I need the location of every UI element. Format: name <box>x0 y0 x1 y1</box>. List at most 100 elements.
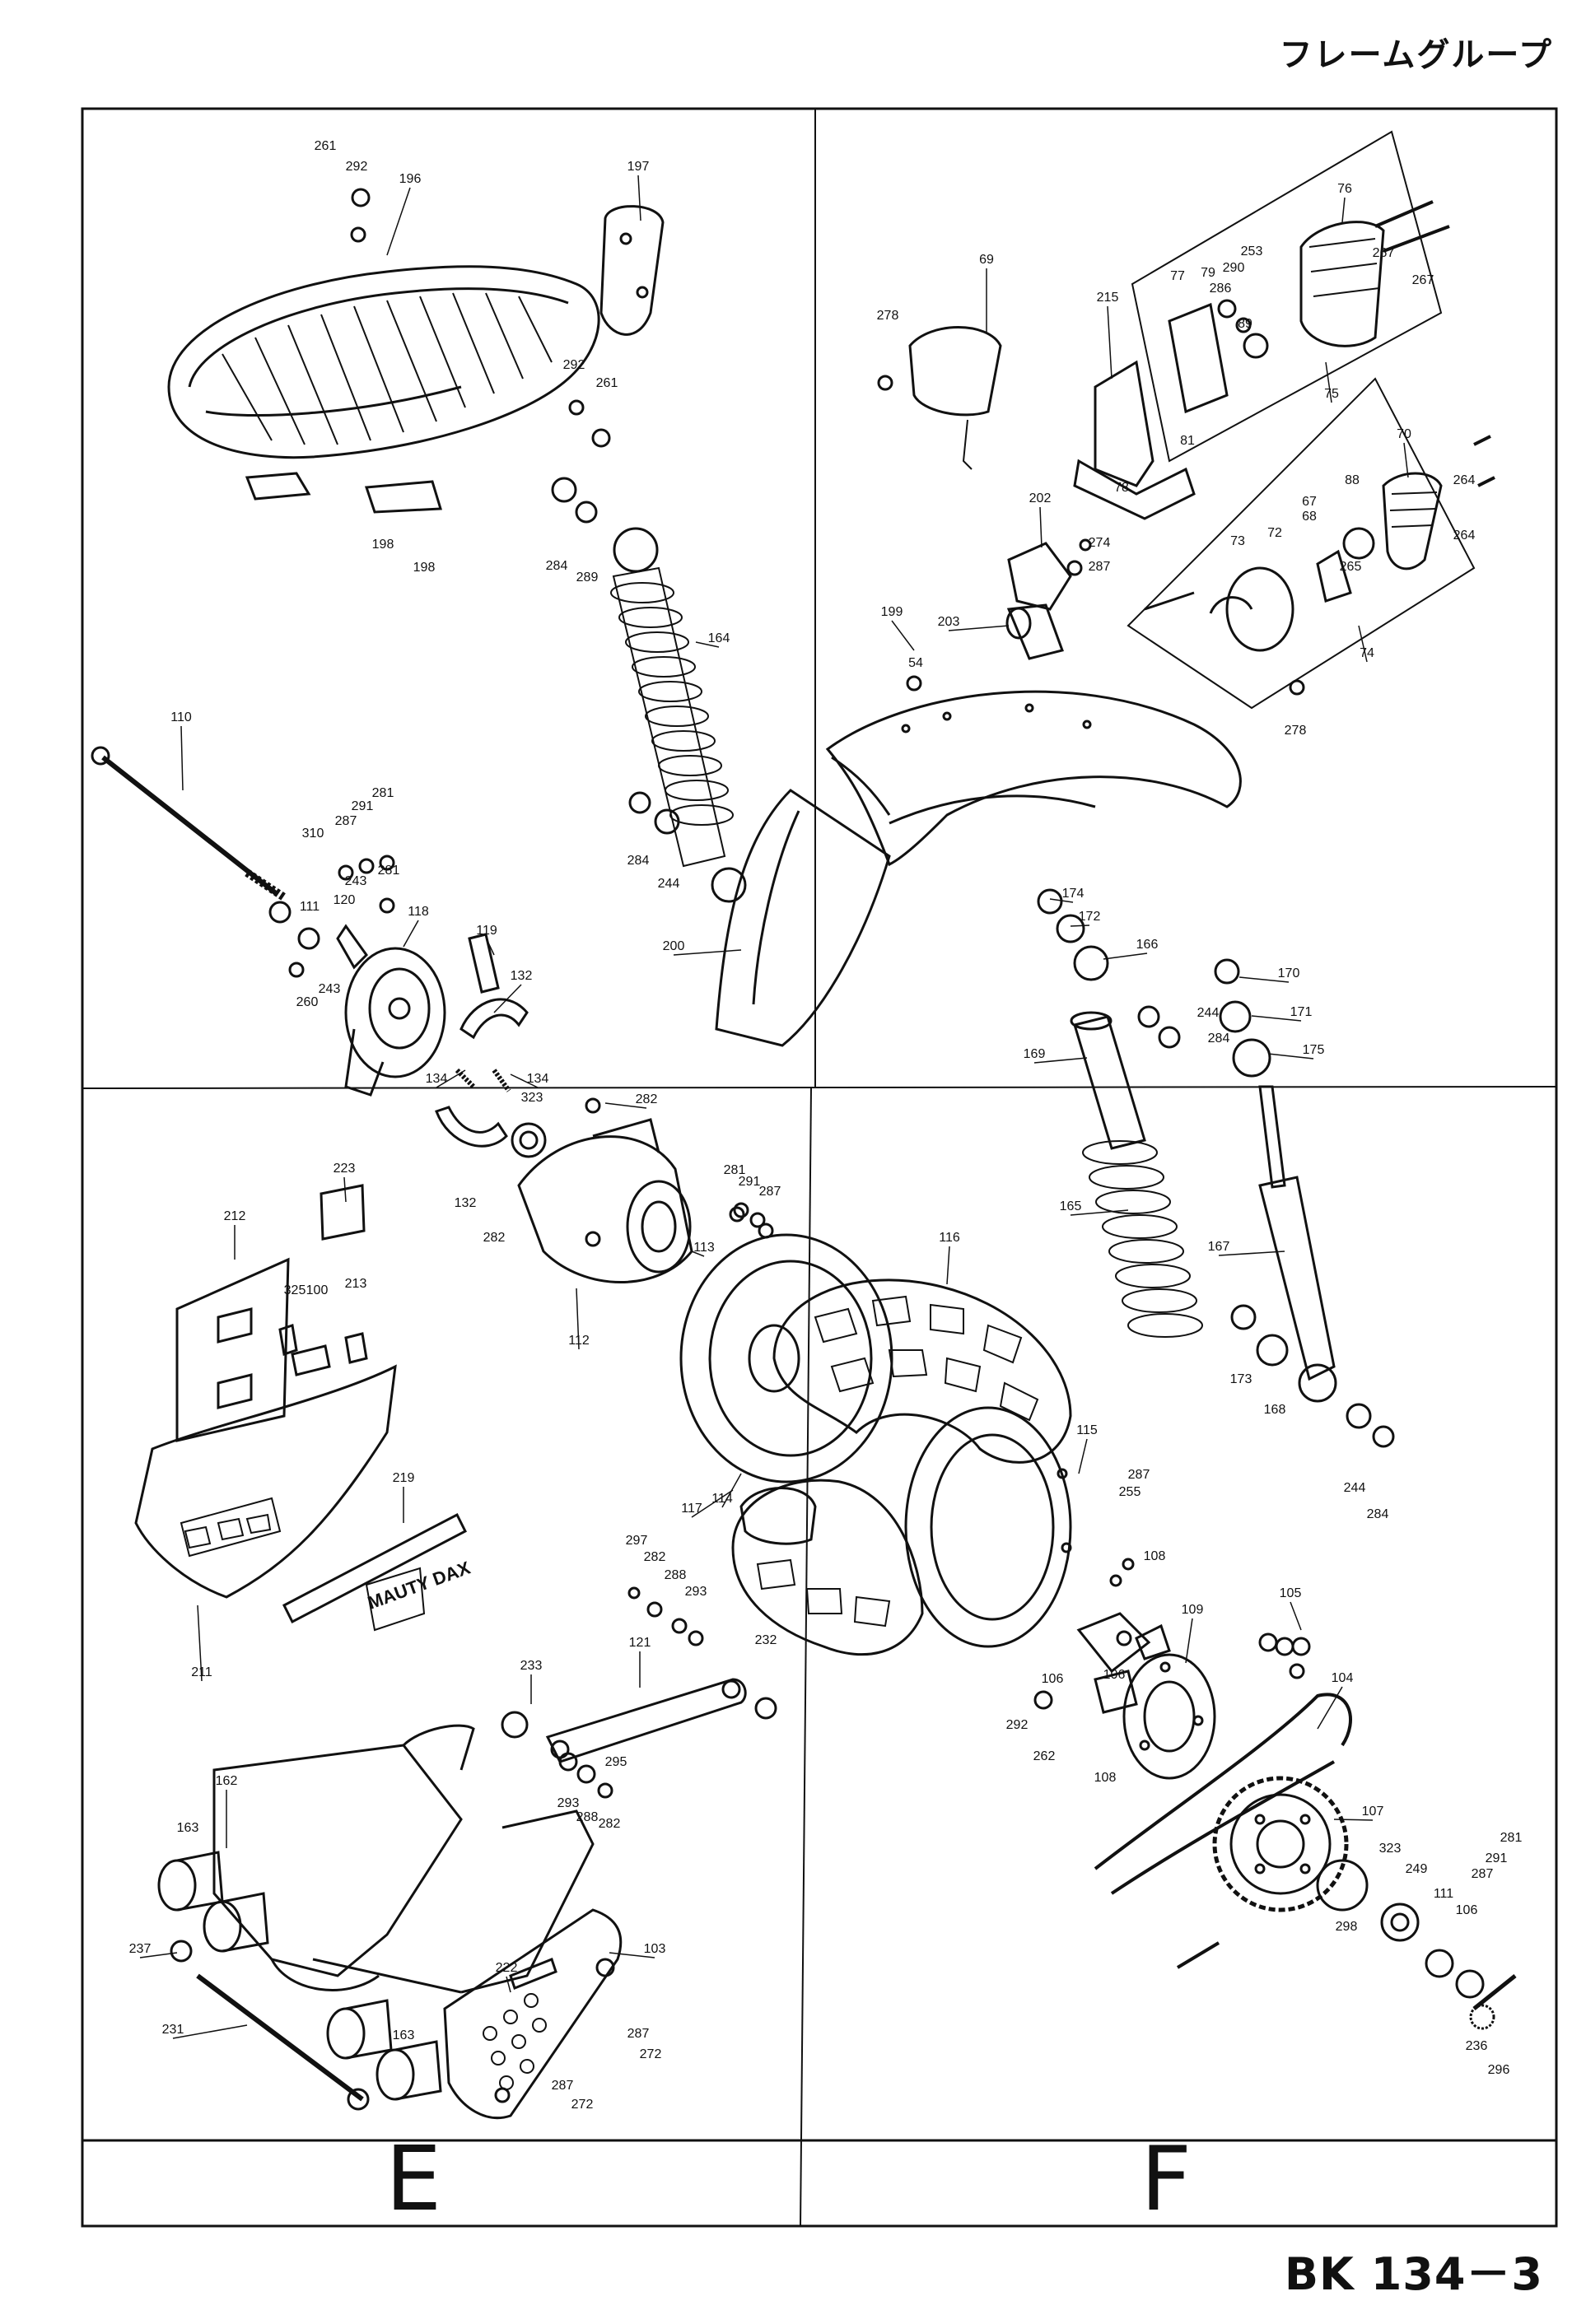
leader-line <box>1358 625 1368 663</box>
part-callout-77: 77 <box>1170 269 1185 283</box>
chain-case-link <box>501 1678 777 1799</box>
part-callout-237: 237 <box>129 1942 152 1956</box>
part-callout-274: 274 <box>1089 536 1111 550</box>
part-callout-282: 282 <box>644 1550 666 1564</box>
leader-line <box>139 1952 178 1958</box>
tail-light-assembly <box>1131 130 1450 463</box>
part-callout-244: 244 <box>1344 1481 1366 1495</box>
part-callout-116: 116 <box>939 1231 960 1245</box>
part-callout-243: 243 <box>319 982 341 996</box>
part-callout-282: 282 <box>636 1092 658 1106</box>
leader-line <box>1218 1250 1285 1256</box>
part-callout-264: 264 <box>1453 529 1476 543</box>
leader-line <box>1185 1618 1193 1664</box>
part-callout-89: 89 <box>1238 317 1252 331</box>
part-callout-70: 70 <box>1397 427 1411 441</box>
part-callout-198: 198 <box>413 561 436 575</box>
part-callout-281: 281 <box>378 864 400 878</box>
part-callout-323: 323 <box>521 1091 543 1105</box>
swing-arm <box>212 1724 595 1994</box>
part-callout-108: 108 <box>1094 1771 1117 1785</box>
part-callout-243: 243 <box>345 874 367 888</box>
part-callout-165: 165 <box>1060 1199 1082 1213</box>
part-callout-211: 211 <box>191 1665 212 1679</box>
part-callout-111: 111 <box>300 900 320 914</box>
part-callout-267: 267 <box>1412 273 1434 287</box>
leader-line <box>1290 1601 1302 1631</box>
part-callout-114: 114 <box>711 1492 733 1506</box>
frame-border <box>81 107 1558 2228</box>
circlip-and-bearing <box>1316 1859 1517 2030</box>
part-callout-200: 200 <box>663 939 685 953</box>
rear-fender <box>715 690 1242 1047</box>
part-callout-100: 100 <box>306 1283 329 1297</box>
seat-bracket <box>599 205 665 336</box>
part-callout-288: 288 <box>576 1810 599 1824</box>
part-callout-106: 106 <box>1042 1672 1064 1686</box>
part-callout-244: 244 <box>658 877 680 891</box>
part-callout-202: 202 <box>1029 491 1052 505</box>
rear-shock-absorber-right <box>1037 888 1271 1338</box>
part-callout-78: 78 <box>1114 481 1129 495</box>
part-callout-196: 196 <box>399 172 422 186</box>
part-callout-174: 174 <box>1062 887 1085 901</box>
part-callout-199: 199 <box>881 605 903 619</box>
part-callout-264: 264 <box>1453 473 1476 487</box>
side-cover-panel <box>175 1184 368 1442</box>
part-callout-260: 260 <box>296 995 319 1009</box>
part-callout-121: 121 <box>629 1636 651 1650</box>
part-callout-289: 289 <box>576 571 599 584</box>
leader-line <box>1070 1209 1129 1216</box>
sprocket-hub <box>1122 1653 1216 1780</box>
part-callout-197: 197 <box>627 160 650 174</box>
part-callout-175: 175 <box>1303 1043 1325 1057</box>
leader-line <box>691 1250 705 1257</box>
part-callout-282: 282 <box>599 1817 621 1831</box>
part-callout-113: 113 <box>693 1241 715 1255</box>
leader-line <box>609 1952 655 1958</box>
part-callout-112: 112 <box>568 1334 590 1348</box>
rear-wheel-rim-left <box>679 1233 893 1483</box>
part-callout-119: 119 <box>476 924 497 938</box>
part-callout-310: 310 <box>302 827 324 841</box>
part-callout-292: 292 <box>563 358 585 372</box>
rear-sprocket <box>1212 1776 1349 1912</box>
part-callout-166: 166 <box>1136 938 1159 952</box>
part-callout-272: 272 <box>640 2047 662 2061</box>
part-callout-134: 134 <box>527 1072 549 1086</box>
part-callout-104: 104 <box>1332 1671 1354 1685</box>
leader-line <box>1107 305 1113 380</box>
part-callout-295: 295 <box>605 1755 627 1769</box>
shock-damper-unit <box>1230 1085 1395 1448</box>
part-callout-162: 162 <box>216 1774 238 1788</box>
pivot-bushings <box>157 1851 442 2101</box>
small-fasteners-left <box>288 188 774 2103</box>
part-callout-284: 284 <box>627 854 650 868</box>
part-callout-69: 69 <box>979 253 994 267</box>
leader-line <box>691 1489 734 1518</box>
part-callout-292: 292 <box>346 160 368 174</box>
turn-signal-assembly <box>1127 377 1495 710</box>
part-callout-291: 291 <box>1486 1851 1508 1865</box>
part-callout-203: 203 <box>938 615 960 629</box>
part-callout-79: 79 <box>1201 266 1215 280</box>
part-callout-231: 231 <box>162 2023 184 2037</box>
part-callout-111: 111 <box>1434 1887 1453 1901</box>
part-callout-293: 293 <box>557 1796 580 1810</box>
part-callout-236: 236 <box>1466 2039 1488 2053</box>
part-callout-297: 297 <box>626 1534 648 1548</box>
part-callout-172: 172 <box>1079 910 1101 924</box>
leader-line <box>1238 976 1290 983</box>
part-callout-88: 88 <box>1345 473 1360 487</box>
part-callout-215: 215 <box>1097 291 1119 305</box>
part-callout-272: 272 <box>571 2098 594 2112</box>
rear-shock-absorber-left <box>551 477 747 903</box>
part-callout-291: 291 <box>352 799 374 813</box>
part-callout-68: 68 <box>1302 510 1317 524</box>
part-callout-282: 282 <box>483 1231 506 1245</box>
part-callout-267: 267 <box>1373 246 1395 260</box>
leader-line <box>486 938 495 956</box>
part-callout-278: 278 <box>1285 724 1307 738</box>
